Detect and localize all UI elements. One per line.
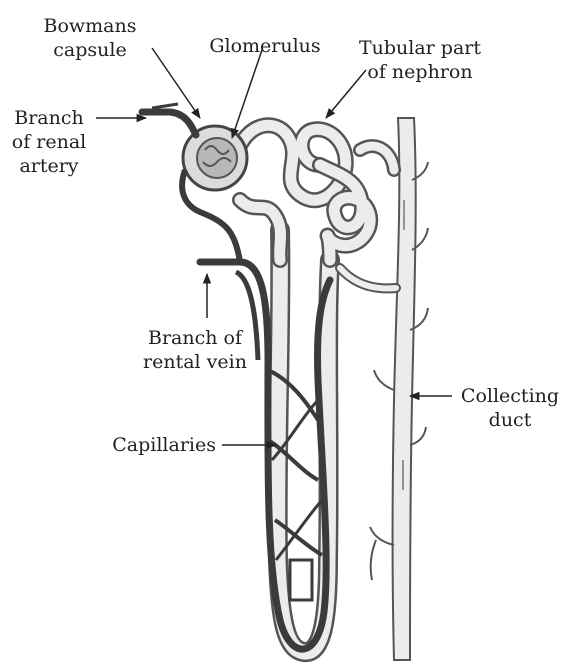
- label-collecting-duct-line-2: duct: [452, 408, 568, 432]
- label-renal-vein: Branch of rental vein: [130, 326, 260, 374]
- label-renal-artery-line-3: artery: [4, 154, 94, 178]
- label-glomerulus: Glomerulus: [195, 34, 335, 58]
- label-tubular-part-line-2: of nephron: [350, 60, 490, 84]
- collecting-duct: [370, 118, 428, 660]
- label-renal-artery-line-1: Branch: [4, 106, 94, 130]
- tubular-coils: [238, 125, 396, 288]
- blood-vessels: [200, 262, 330, 649]
- label-collecting-duct-line-1: Collecting: [452, 384, 568, 408]
- label-bowmans-capsule-line-1: Bowmans: [40, 14, 140, 38]
- label-tubular-part: Tubular part of nephron: [350, 36, 490, 84]
- label-glomerulus-line-1: Glomerulus: [195, 34, 335, 58]
- label-tubular-part-line-1: Tubular part: [350, 36, 490, 60]
- label-capillaries-line-1: Capillaries: [90, 433, 216, 457]
- label-renal-artery: Branch of renal artery: [4, 106, 94, 178]
- label-renal-vein-line-1: Branch of: [130, 326, 260, 350]
- label-bowmans-capsule-line-2: capsule: [40, 38, 140, 62]
- label-collecting-duct: Collecting duct: [452, 384, 568, 432]
- label-renal-artery-line-2: of renal: [4, 130, 94, 154]
- label-renal-vein-line-2: rental vein: [130, 350, 260, 374]
- label-capillaries: Capillaries: [90, 433, 216, 457]
- label-bowmans-capsule: Bowmans capsule: [40, 14, 140, 62]
